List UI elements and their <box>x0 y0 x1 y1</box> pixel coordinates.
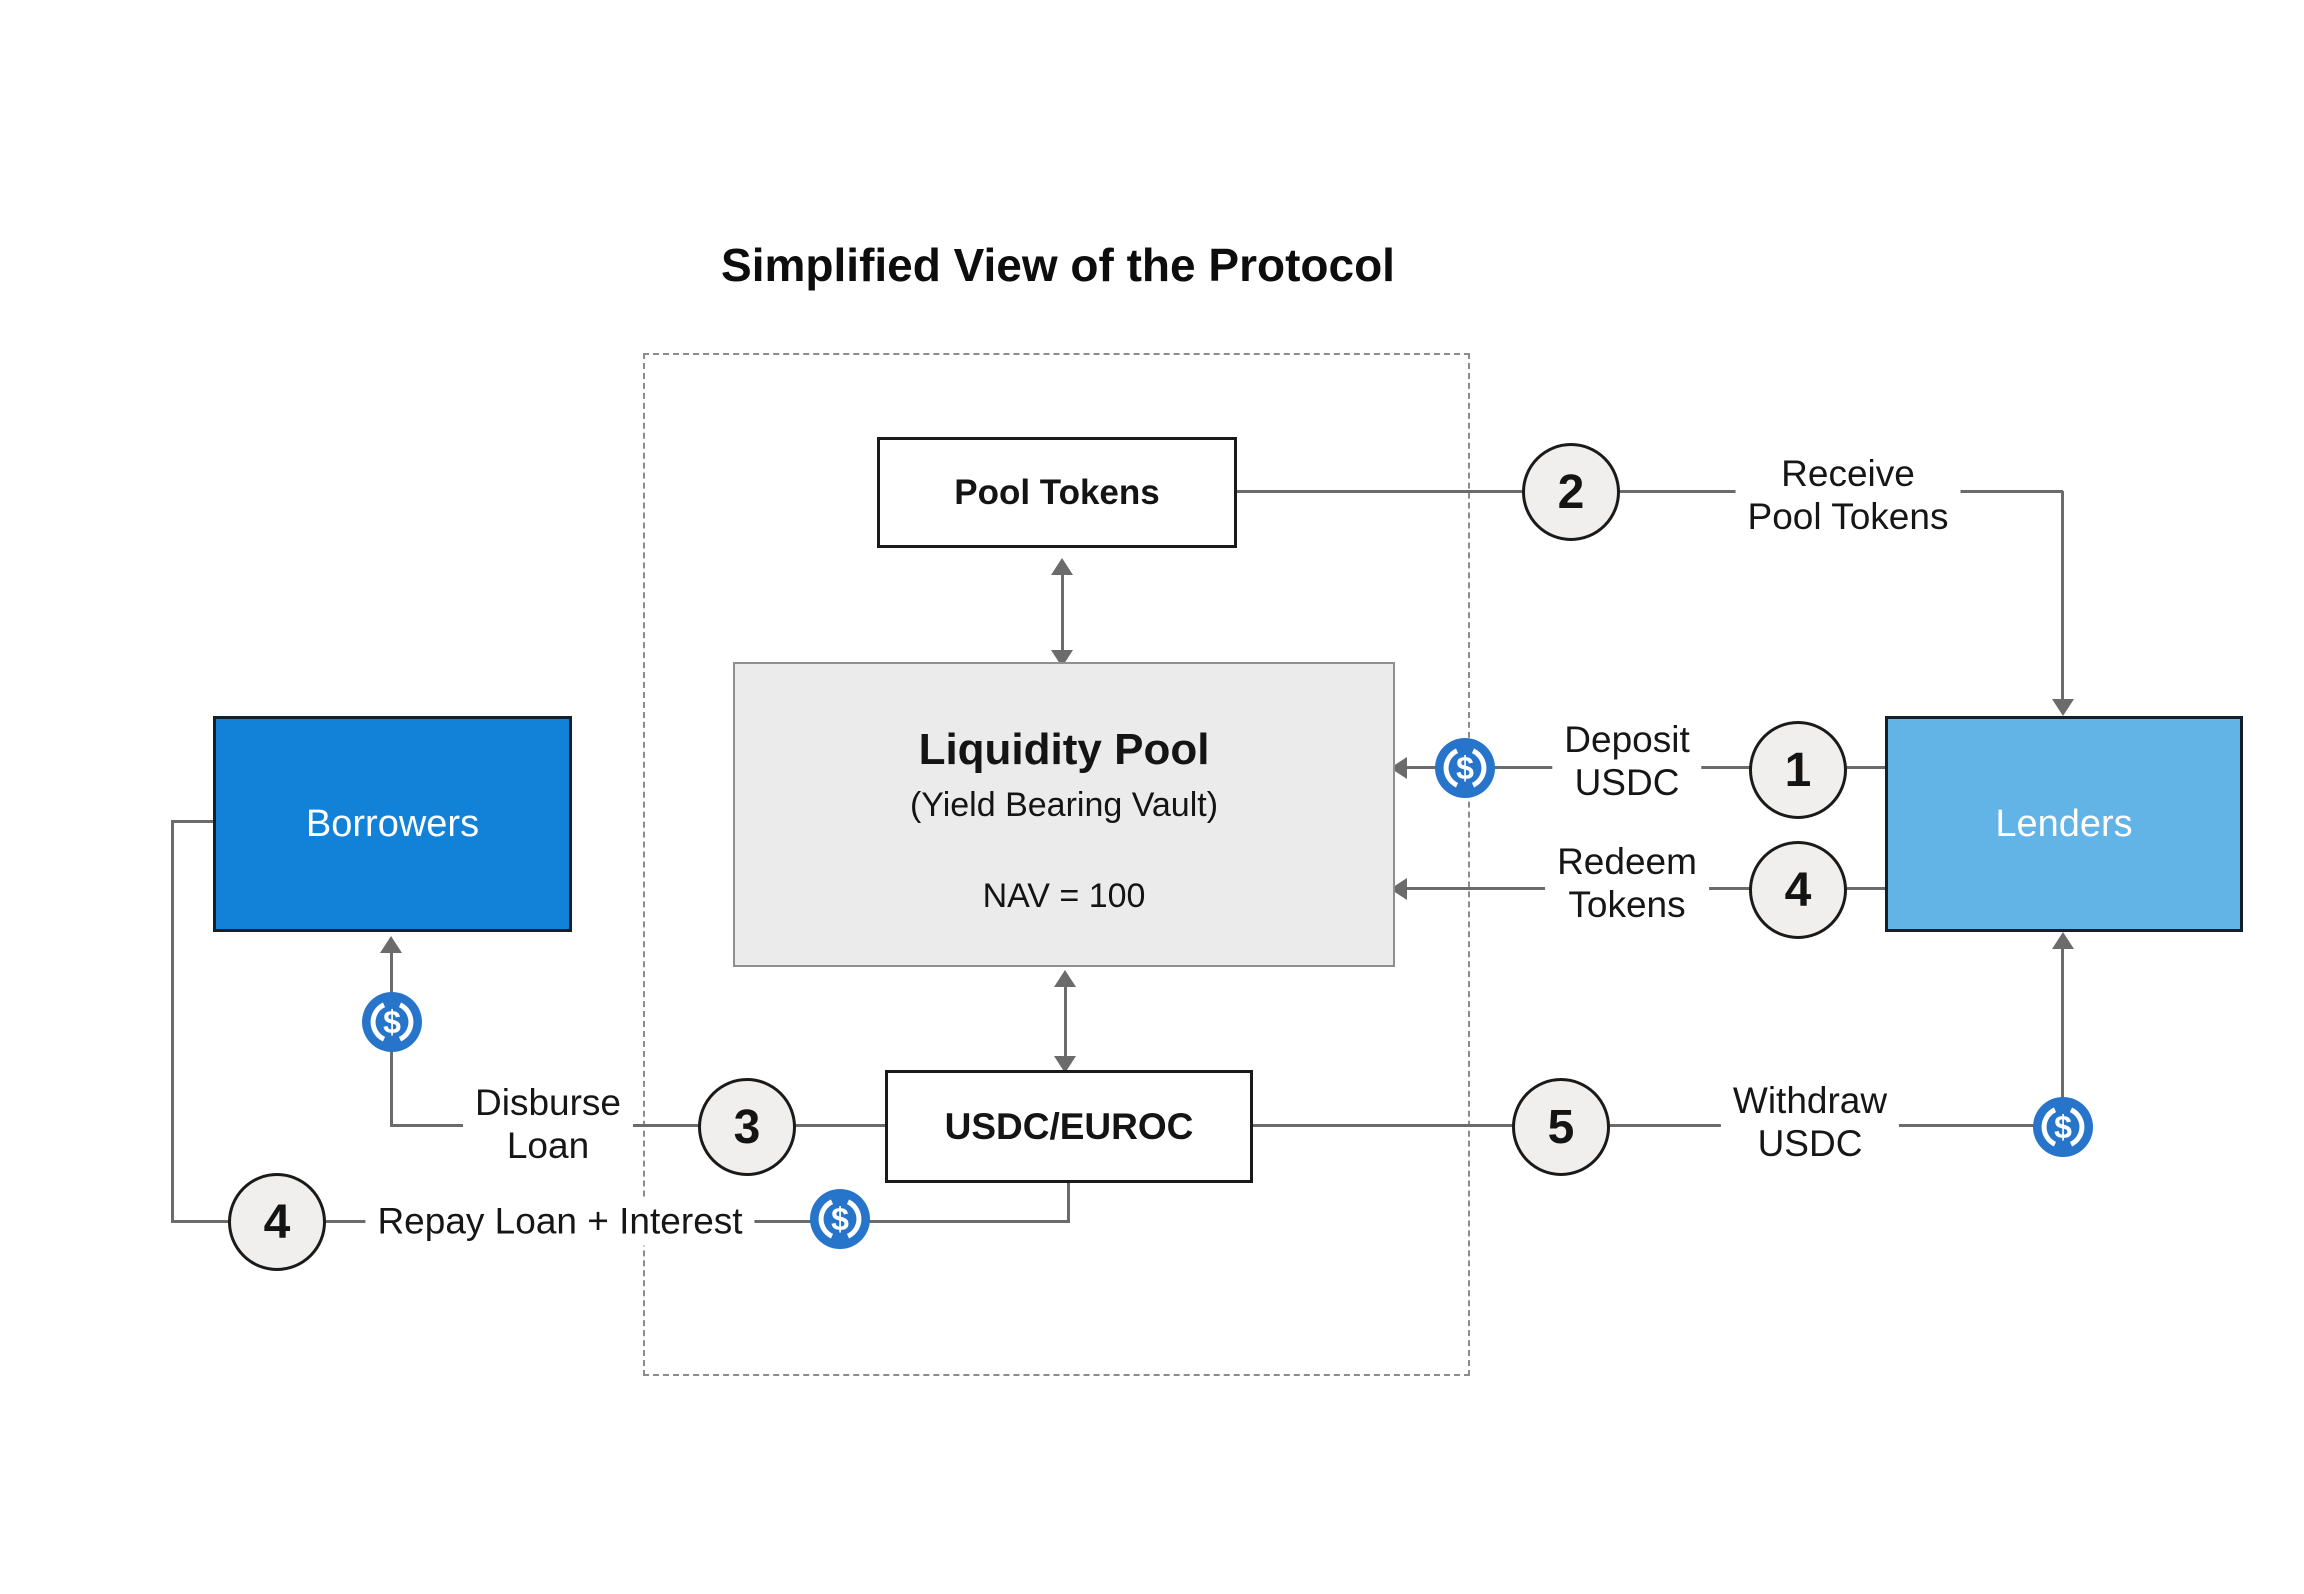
svg-text:$: $ <box>383 1004 401 1040</box>
svg-text:$: $ <box>2054 1109 2072 1145</box>
connector-line <box>1061 572 1064 654</box>
connector-line <box>171 820 174 1223</box>
connector-line <box>1067 1183 1070 1223</box>
usdc-coin-icon-withdraw: $ <box>2033 1097 2093 1157</box>
borrowers-label: Borrowers <box>305 802 480 845</box>
liquidity-pool-box: Liquidity Pool (Yield Bearing Vault) NAV… <box>733 662 1395 967</box>
label-line: Withdraw <box>1732 1080 1888 1122</box>
label-line: Redeem <box>1557 841 1697 883</box>
arrowhead-up <box>1051 558 1073 575</box>
arrowhead-into-borrowers <box>380 936 402 953</box>
liquidity-pool-title: Liquidity Pool <box>918 725 1210 774</box>
usdc-coin-icon-repay: $ <box>810 1189 870 1249</box>
pool-tokens-box: Pool Tokens <box>877 437 1237 548</box>
liquidity-pool-nav-value: NAV = 100 <box>982 877 1146 915</box>
step-circle-1: 1 <box>1749 721 1847 819</box>
connector-line <box>2061 491 2064 701</box>
step-number: 4 <box>1784 863 1812 917</box>
step-circle-3: 3 <box>698 1078 796 1176</box>
receive-pool-tokens-label: Receive Pool Tokens <box>1735 451 1961 541</box>
protocol-boundary <box>643 353 1470 1376</box>
liquidity-pool-subtitle: (Yield Bearing Vault) <box>909 786 1219 824</box>
usdc-coin-icon-deposit: $ <box>1435 738 1495 798</box>
usdc-euroc-box: USDC/EUROC <box>885 1070 1253 1183</box>
deposit-usdc-label: Deposit USDC <box>1552 717 1702 807</box>
step-number: 1 <box>1784 743 1812 797</box>
diagram-title: Simplified View of the Protocol <box>721 239 1395 291</box>
label-line: Tokens <box>1568 884 1686 925</box>
connector-line <box>392 1124 885 1127</box>
label-line: Loan <box>506 1125 590 1166</box>
arrowhead-up <box>1054 970 1076 987</box>
borrowers-box: Borrowers <box>213 716 572 932</box>
label-line: Repay Loan + Interest <box>377 1200 743 1242</box>
arrowhead-down <box>1054 1056 1076 1073</box>
step-circle-5: 5 <box>1512 1078 1610 1176</box>
svg-text:$: $ <box>1456 750 1474 786</box>
label-line: Deposit <box>1564 719 1690 761</box>
connector-line <box>1253 1124 2063 1127</box>
connector-line <box>173 820 215 823</box>
svg-text:$: $ <box>831 1201 849 1237</box>
usdc-coin-icon-disburse: $ <box>362 992 422 1052</box>
connector-line <box>1064 984 1067 1060</box>
step-number: 3 <box>733 1100 761 1154</box>
withdraw-usdc-label: Withdraw USDC <box>1720 1078 1900 1168</box>
label-line: Pool Tokens <box>1747 496 1949 537</box>
step-circle-2: 2 <box>1522 443 1620 541</box>
usdc-euroc-label: USDC/EUROC <box>944 1105 1194 1147</box>
repay-loan-interest-label: Repay Loan + Interest <box>365 1198 755 1246</box>
step-number: 4 <box>263 1195 291 1249</box>
step-number: 2 <box>1557 465 1585 519</box>
label-line: USDC <box>1574 762 1680 803</box>
label-line: Receive <box>1781 453 1915 495</box>
arrowhead-into-lenders-top <box>2052 699 2074 716</box>
step-number: 5 <box>1547 1100 1575 1154</box>
arrowhead-into-lenders-bottom <box>2052 932 2074 949</box>
redeem-tokens-label: Redeem Tokens <box>1545 839 1709 929</box>
lenders-label: Lenders <box>1995 802 2133 845</box>
label-line: USDC <box>1757 1123 1863 1164</box>
step-circle-4-right: 4 <box>1749 841 1847 939</box>
connector-line <box>2061 946 2064 1126</box>
disburse-loan-label: Disburse Loan <box>463 1080 633 1170</box>
connector-line <box>1237 490 1522 493</box>
step-circle-4-left: 4 <box>228 1173 326 1271</box>
label-line: Disburse <box>475 1082 621 1124</box>
pool-tokens-label: Pool Tokens <box>954 472 1160 512</box>
lenders-box: Lenders <box>1885 716 2243 932</box>
